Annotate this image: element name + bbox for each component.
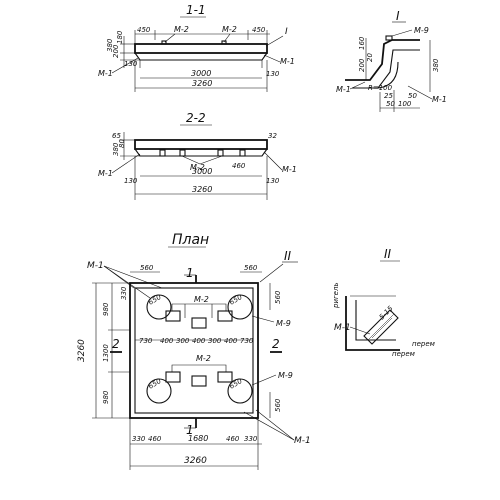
dim-180: 180 <box>116 30 124 44</box>
slab-2-2-outline <box>134 139 268 150</box>
row-dim-400-a: 400 <box>160 337 174 345</box>
cut-1-top: 1 <box>186 266 194 280</box>
dim-380-s22: 380 <box>112 142 120 156</box>
detail-II: II 5-15 M-1 ригель перем перем <box>332 247 436 358</box>
plan-callout-II: II <box>284 249 292 263</box>
plan-dim-1680: 1680 <box>188 434 208 443</box>
plan-dim-330-br: 330 <box>244 435 258 443</box>
dim-130-left: 130 <box>124 60 138 68</box>
dim-130-right: 130 <box>266 70 280 78</box>
row-dim-300-a: 300 <box>176 337 190 345</box>
plan-dim-560-right: 560 <box>244 264 258 272</box>
dim-450-left: 450 <box>137 26 151 34</box>
dim-450-right: 450 <box>252 26 266 34</box>
label-m1-right: M-1 <box>280 57 295 66</box>
callout-I: I <box>285 27 288 37</box>
plan-view: План II 650 650 650 650 M-2 M-2 730 <box>77 232 311 470</box>
plan-dim-460-br: 460 <box>226 435 240 443</box>
dim-3260-s22: 3260 <box>192 185 212 194</box>
dim-380: 380 <box>106 38 114 52</box>
section-1-1-title: 1-1 <box>186 3 206 17</box>
plan-slab-outline <box>129 282 259 419</box>
dim-160: 160 <box>358 36 366 50</box>
detail-II-title: II <box>384 247 392 261</box>
plan-dim-560-right-a: 560 <box>274 290 282 304</box>
label-m1-detailI-left: M-1 <box>336 85 351 94</box>
dim-32: 32 <box>268 132 277 140</box>
cut-1-bottom: 1 <box>186 423 194 437</box>
plan-dim-330-bl: 330 <box>132 435 146 443</box>
dim-130-s22-left: 130 <box>124 177 138 185</box>
section-2-2-title: 2-2 <box>186 111 206 125</box>
dim-3000-s22: 3000 <box>192 167 212 176</box>
plan-label-m2-top: M-2 <box>194 295 209 304</box>
dim-50-b: 50 <box>408 92 417 100</box>
row-dim-730-right: 730 <box>240 337 254 345</box>
dim-25: 25 <box>384 92 393 100</box>
plan-label-m2-mid: M-2 <box>196 354 211 363</box>
plan-label-m9-b: M-9 <box>278 371 293 380</box>
detail-I-profile <box>345 39 420 81</box>
plan-dim-3260: 3260 <box>184 456 207 466</box>
slab-1-1-edge <box>134 52 268 61</box>
plan-hole-1 <box>146 294 172 320</box>
detail-I-title: I <box>396 9 400 23</box>
plan-dim-980-b: 980 <box>102 390 110 404</box>
label-m1-detailI-right: M-1 <box>432 95 447 104</box>
plan-dim-3260-height: 3260 <box>77 339 87 362</box>
plan-dim-980-a: 980 <box>102 302 110 316</box>
detail-II-slab-corner <box>345 296 400 351</box>
label-m1-left: M-1 <box>98 69 113 78</box>
detail-II-label-m1: M-1 <box>334 323 351 333</box>
cut-2-right: 2 <box>272 337 280 351</box>
label-m2-s22: M-2 <box>190 163 205 172</box>
plan-dim-1300: 1300 <box>102 344 110 362</box>
plan-label-m9-a: M-9 <box>276 319 291 328</box>
dim-50-a: 50 <box>386 100 395 108</box>
label-R100: R=100 <box>368 84 393 92</box>
label-m1-s22-right: M-1 <box>282 165 297 174</box>
dim-200: 200 <box>112 44 120 58</box>
plan-dim-560-right-b: 560 <box>274 398 282 412</box>
detail-II-plate <box>363 309 399 345</box>
dim-65: 65 <box>112 132 121 140</box>
detail-II-label-p1: перем <box>392 350 416 358</box>
plan-hole-2 <box>227 294 253 320</box>
row-dim-400-c: 400 <box>224 337 238 345</box>
row-dim-400-b: 400 <box>192 337 206 345</box>
detail-I: I M-9 R=100 M-1 M-1 160 200 20 380 50 10… <box>336 9 447 112</box>
dim-3260-s11: 3260 <box>192 79 212 88</box>
plan-hole-3 <box>146 378 172 404</box>
detail-II-label-rigel: ригель <box>332 282 340 309</box>
label-m1-s22-left: M-1 <box>98 169 113 178</box>
label-m2-a: M-2 <box>174 25 189 34</box>
dim-20: 20 <box>366 53 374 62</box>
plan-dim-330-left: 330 <box>120 286 128 300</box>
row-dim-300-b: 300 <box>208 337 222 345</box>
plan-dim-460-bl: 460 <box>148 435 162 443</box>
detail-II-label-p2: перем <box>412 340 436 348</box>
plan-label-m1-tl: M-1 <box>87 261 104 271</box>
plan-hole-4 <box>227 378 253 404</box>
plan-slab-inner <box>134 287 254 414</box>
section-1-1: 1-1 450 M-2 M-2 450 I 380 200 180 130 13 <box>98 3 295 92</box>
dim-80: 80 <box>118 139 126 148</box>
plan-title: План <box>172 232 209 248</box>
cut-2-left: 2 <box>112 337 120 351</box>
dim-380-I: 380 <box>432 58 440 72</box>
dim-130-s22-right: 130 <box>266 177 280 185</box>
section-2-2: 2-2 65 32 380 80 M-2 460 M-1 M-1 3000 13… <box>98 111 297 200</box>
plan-dim-560-left: 560 <box>140 264 154 272</box>
slab-1-1-outline <box>134 43 268 54</box>
row-dim-730-left: 730 <box>139 337 153 345</box>
dim-100: 100 <box>398 100 412 108</box>
dim-3000-s11: 3000 <box>191 69 211 78</box>
dim-200-I: 200 <box>358 58 366 72</box>
label-m9: M-9 <box>414 26 429 35</box>
label-m2-b: M-2 <box>222 25 237 34</box>
plan-label-m1-br: M-1 <box>294 436 311 446</box>
dim-460-s22: 460 <box>232 162 246 170</box>
